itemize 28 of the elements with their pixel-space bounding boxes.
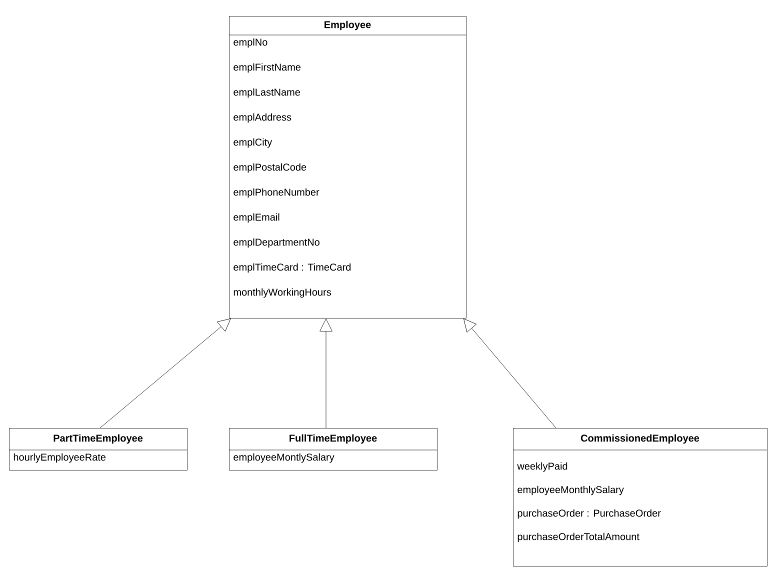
attribute-text: emplCity [234,138,272,148]
attribute-text: employeeMontlySalary [234,453,334,463]
generalization-arrow [320,318,332,428]
attribute-text: emplEmail [234,213,280,223]
attribute-text: emplPhoneNumber [234,188,320,198]
attribute-text: emplNo [234,38,268,48]
generalization-arrow [100,318,231,428]
attribute-text: emplAddress [234,113,292,123]
class-box [228,16,466,318]
class-name: Employee [324,20,371,30]
attribute-text: emplLastName [234,88,300,98]
attribute-text: weeklyPaid [517,462,568,472]
class-box [8,428,188,470]
attribute-text: emplDepartmentNo [234,238,320,248]
class-name: PartTimeEmployee [54,434,143,444]
class-box [512,428,768,566]
attribute-text: purchaseOrder : PurchaseOrder [518,509,661,519]
attribute-text: monthlyWorkingHours [234,288,332,298]
class-name: CommissionedEmployee [580,434,700,444]
attribute-text: employeeMonthlySalary [518,486,624,496]
attribute-text: purchaseOrderTotalAmount [518,532,640,542]
attribute-text: hourlyEmployeeRate [14,453,106,463]
attribute-text: emplFirstName [234,63,301,73]
attribute-text: emplPostalCode [234,163,306,173]
class-name: FullTimeEmployee [290,434,377,444]
attribute-text: emplTimeCard : TimeCard [234,263,351,273]
generalization-arrow [464,318,556,428]
class-box [228,428,438,470]
